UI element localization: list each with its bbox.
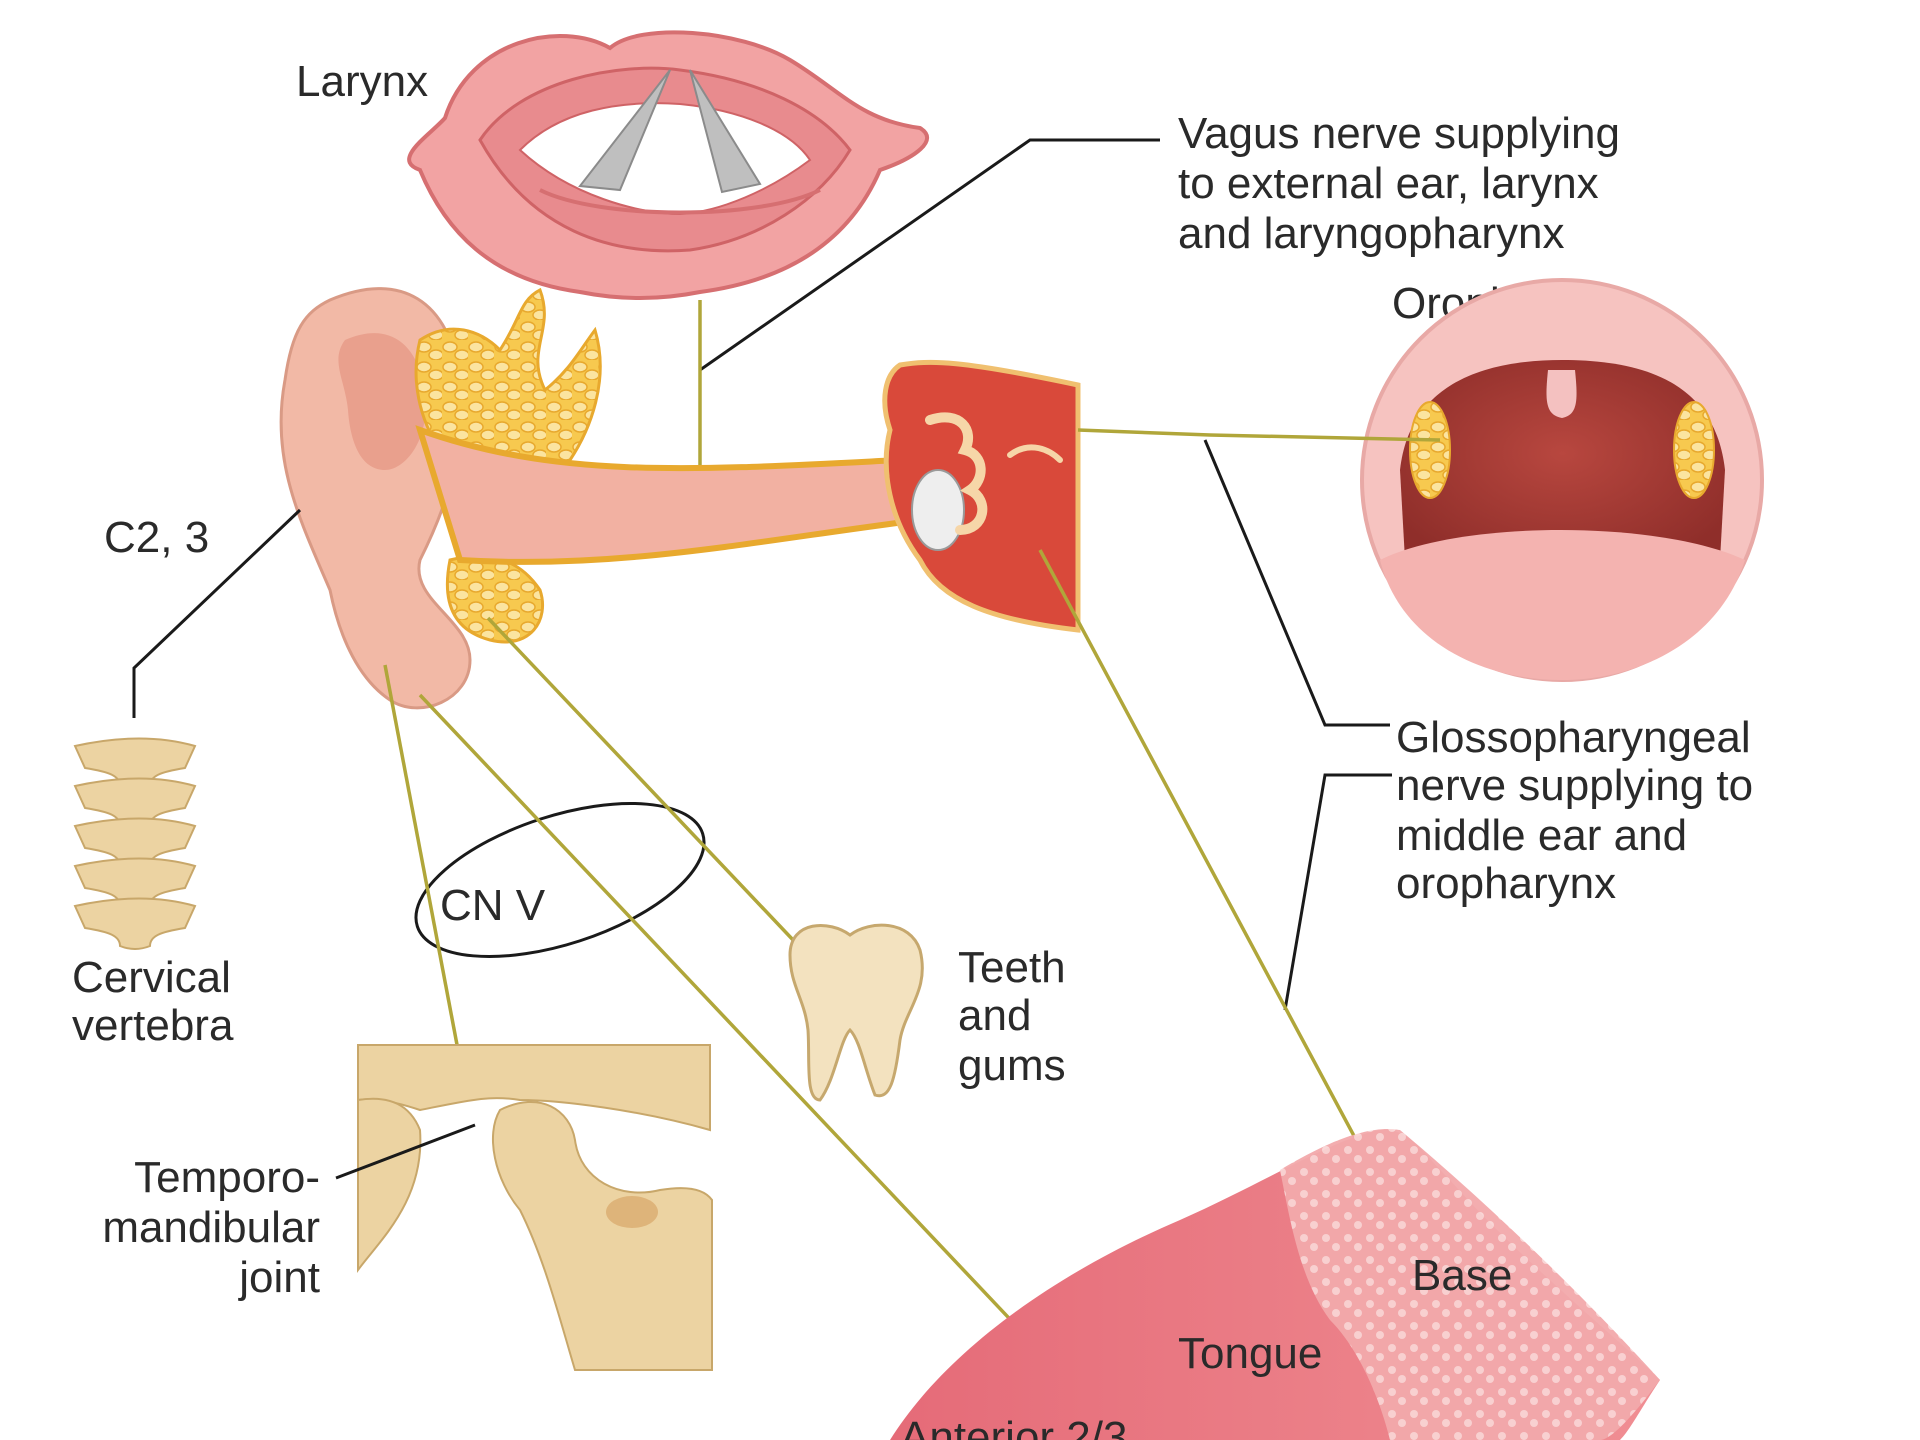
tmj-illustration: [358, 1045, 712, 1370]
tooth-illustration: [790, 925, 922, 1100]
tongue-illustration: [890, 1129, 1660, 1440]
tongue-label: Tongue: [1178, 1329, 1322, 1378]
leader-to-tongue-base: [1040, 550, 1398, 1218]
teeth-label-line-3: gums: [958, 1041, 1066, 1090]
larynx-label: Larynx: [296, 57, 428, 106]
glosso-label-line-4: oropharynx: [1396, 859, 1616, 908]
cervical-label-line-1: Cervical: [72, 953, 231, 1002]
cn-v-ellipse: [398, 773, 723, 987]
teeth-label-line-1: Teeth: [958, 943, 1066, 992]
vagus-label-line-3: and laryngopharynx: [1178, 209, 1564, 258]
tmj-label-line-3: joint: [237, 1253, 320, 1302]
cervical-label-line-2: vertebra: [72, 1001, 234, 1050]
tmj-label-line-1: Temporo-: [134, 1153, 320, 1202]
tongue-anterior-label: Anterior 2/3: [900, 1413, 1127, 1440]
tympanic-membrane-icon: [912, 470, 964, 550]
vagus-label-line-2: to external ear, larynx: [1178, 159, 1599, 208]
teeth-label-line-2: and: [958, 991, 1031, 1040]
glosso-label-line-2: nerve supplying to: [1396, 761, 1753, 810]
cn-v-label: CN V: [440, 881, 546, 930]
glosso-label-line-1: Glossopharyngeal: [1396, 713, 1751, 762]
middle-ear-illustration: [885, 362, 1078, 630]
ear-canal-illustration: [420, 430, 920, 562]
glosso-label-line-3: middle ear and: [1396, 811, 1687, 860]
tmj-label-line-2: mandibular: [102, 1203, 320, 1252]
c2-3-label: C2, 3: [104, 513, 209, 562]
oropharynx-illustration: [1362, 280, 1762, 680]
glosso-leader-lower: [1285, 775, 1392, 1010]
vagus-label-line-1: Vagus nerve supplying: [1178, 109, 1620, 158]
tongue-base-label: Base: [1412, 1251, 1512, 1300]
larynx-illustration: [409, 32, 927, 298]
cervical-vertebrae-illustration: [75, 739, 195, 950]
